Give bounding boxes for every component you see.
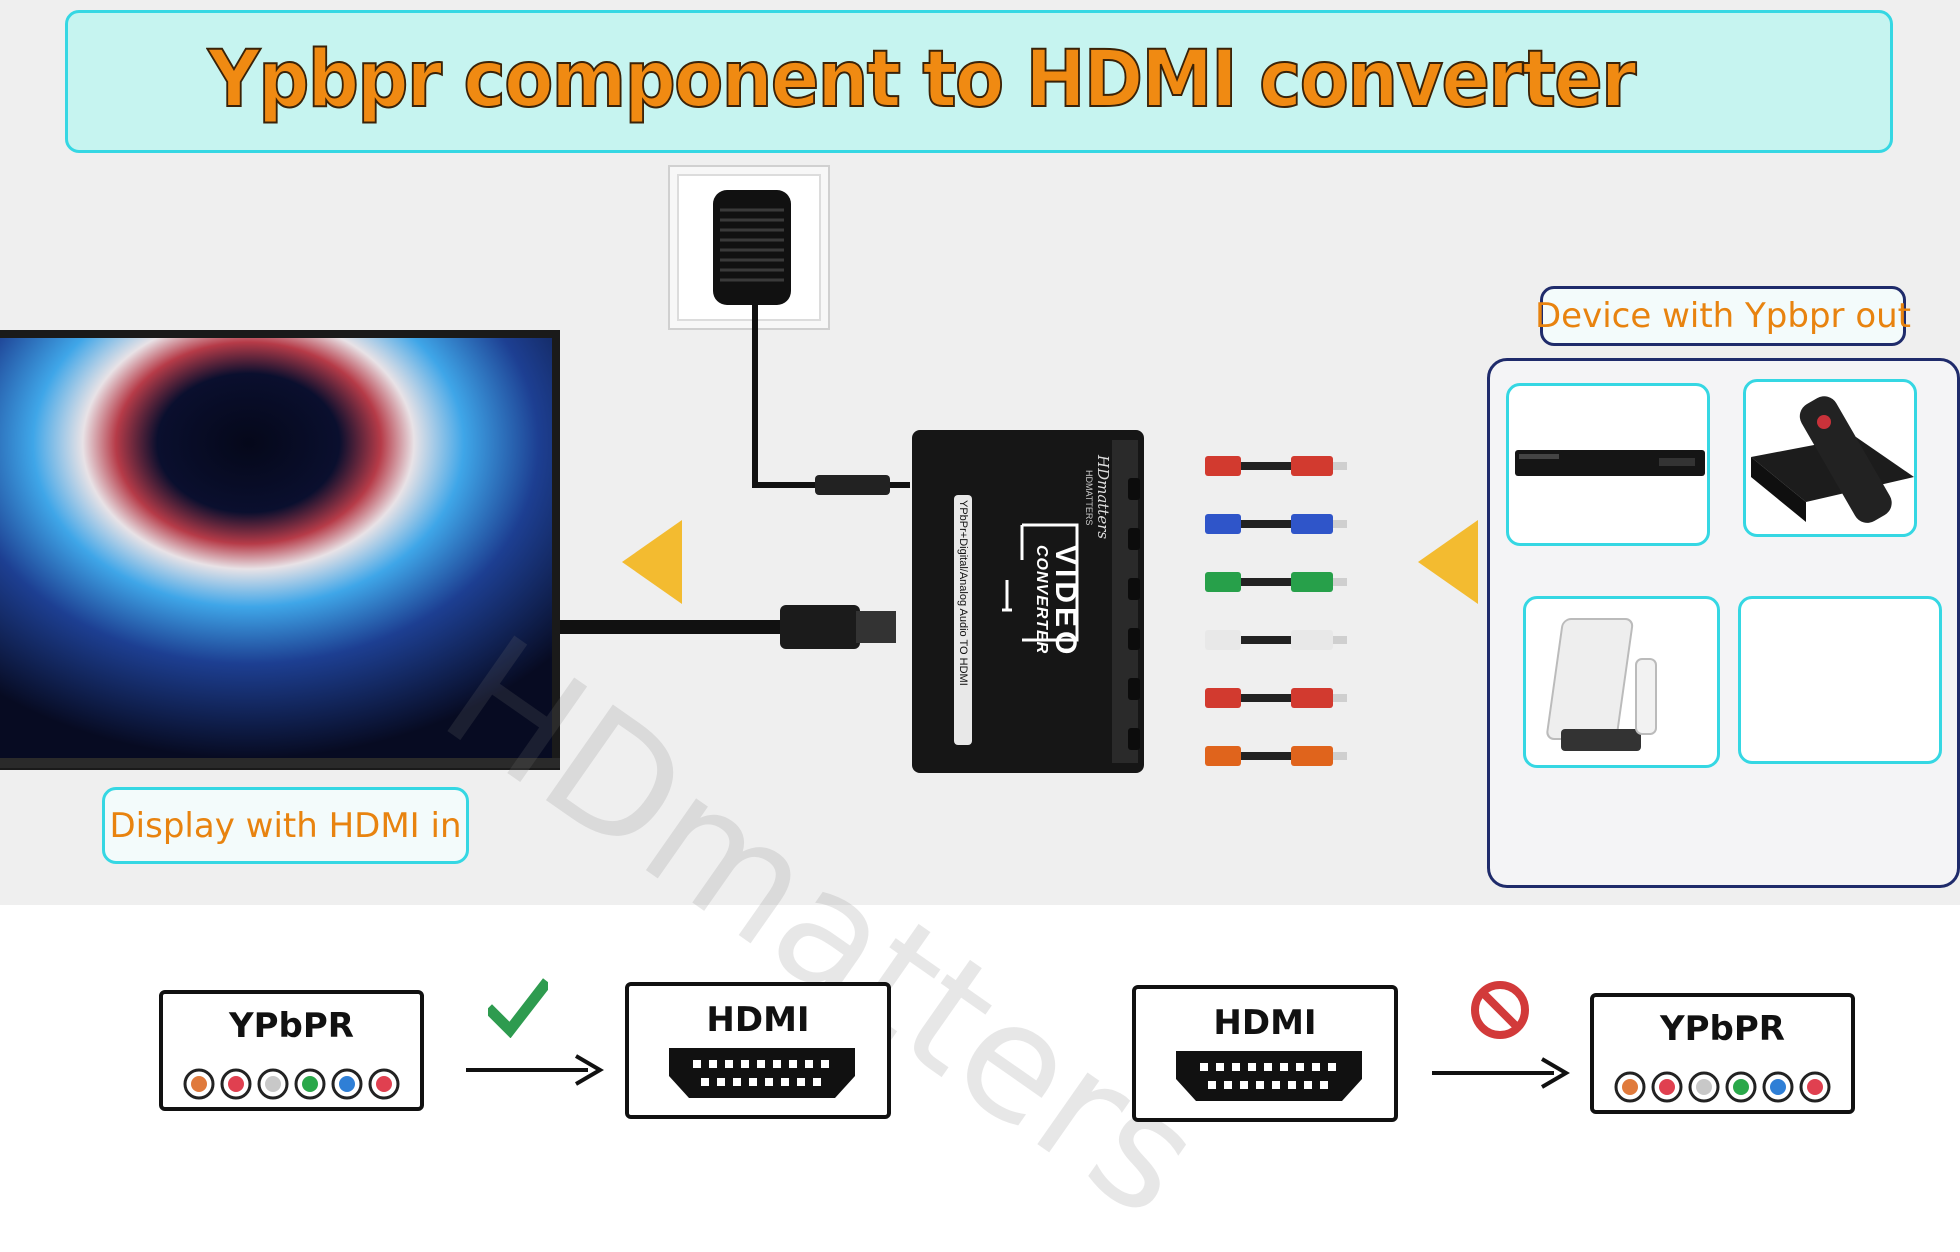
converter-subtitle: CONVERTER (1033, 545, 1050, 655)
port-dot (1733, 1079, 1749, 1095)
rca-cable (1205, 746, 1347, 766)
legend-hdmi-target-box: HDMI (625, 982, 891, 1119)
title-banner: Ypbpr component to HDMI converter (65, 10, 1893, 153)
arrow-to-display-icon (622, 520, 682, 604)
page-title: Ypbpr component to HDMI converter (207, 34, 1637, 126)
converter-graphics (954, 440, 1140, 763)
hdmi-port-icon (669, 1048, 855, 1098)
port-dot (228, 1076, 244, 1092)
arrow-from-device-icon (1418, 520, 1478, 604)
legend-ypbpr-target-title: YPbPR (1660, 1009, 1785, 1049)
tv-box-remote-icon (1751, 396, 1914, 523)
rca-cable (1205, 688, 1347, 708)
device-panel (1487, 358, 1960, 888)
port-dot (1622, 1079, 1638, 1095)
wall-outlet (668, 165, 830, 330)
device-tile-game-console (1523, 596, 1720, 768)
tv-display (0, 330, 560, 770)
device-tile-dvd-player (1506, 383, 1710, 546)
hdmi-port-icon-right (1176, 1051, 1362, 1101)
device-tile-empty (1738, 596, 1942, 764)
port-dot (302, 1076, 318, 1092)
legend-hdmi-source-box: HDMI (1132, 985, 1398, 1122)
legend-ypbpr-source-box: YPbPR (159, 990, 424, 1111)
port-dot (265, 1076, 281, 1092)
converter-brand: HDmatters (1094, 455, 1112, 540)
legend-ypbpr-title: YPbPR (229, 1006, 354, 1046)
converter-side-text: YPbPr+Digital/Analog Audio TO HDMI (957, 500, 969, 686)
dvd-player-icon (1515, 450, 1705, 476)
check-icon (488, 978, 548, 1038)
port-dot (1659, 1079, 1675, 1095)
legend-ypbpr-target-box: YPbPR (1590, 993, 1855, 1114)
rca-cable (1205, 456, 1347, 476)
converter-brand-caps: HDMATTERS (1084, 470, 1094, 526)
rca-cables (1205, 456, 1347, 766)
game-console-icon (1546, 618, 1657, 751)
port-dot (339, 1076, 355, 1092)
display-label-text: Display with HDMI in (109, 805, 462, 846)
legend-hdmi-title: HDMI (706, 1000, 810, 1040)
port-dot (1770, 1079, 1786, 1095)
video-converter-box: YPbPr+Digital/Analog Audio TO HDMI VIDEO… (912, 430, 1144, 773)
port-dot (376, 1076, 392, 1092)
component-ports-icon (183, 1068, 400, 1100)
hdmi-cable (560, 605, 896, 649)
rca-cable (1205, 630, 1347, 650)
device-label: Device with Ypbpr out (1535, 286, 1911, 346)
component-ports-icon-2 (1614, 1071, 1831, 1103)
prohibited-icon (1471, 981, 1529, 1039)
port-dot (1807, 1079, 1823, 1095)
rca-cable (1205, 572, 1347, 592)
device-tile-tv-box (1743, 379, 1917, 537)
display-label: Display with HDMI in (102, 787, 469, 864)
legend-hdmi-source-title: HDMI (1213, 1003, 1317, 1043)
arrow-right-icon (466, 1054, 604, 1086)
port-dot (191, 1076, 207, 1092)
port-dot (1696, 1079, 1712, 1095)
power-cable (752, 300, 910, 495)
converter-title: VIDEO (1049, 545, 1082, 659)
rca-cable (1205, 514, 1347, 534)
arrow-right-icon-2 (1432, 1057, 1570, 1089)
device-label-text: Device with Ypbpr out (1535, 296, 1912, 336)
